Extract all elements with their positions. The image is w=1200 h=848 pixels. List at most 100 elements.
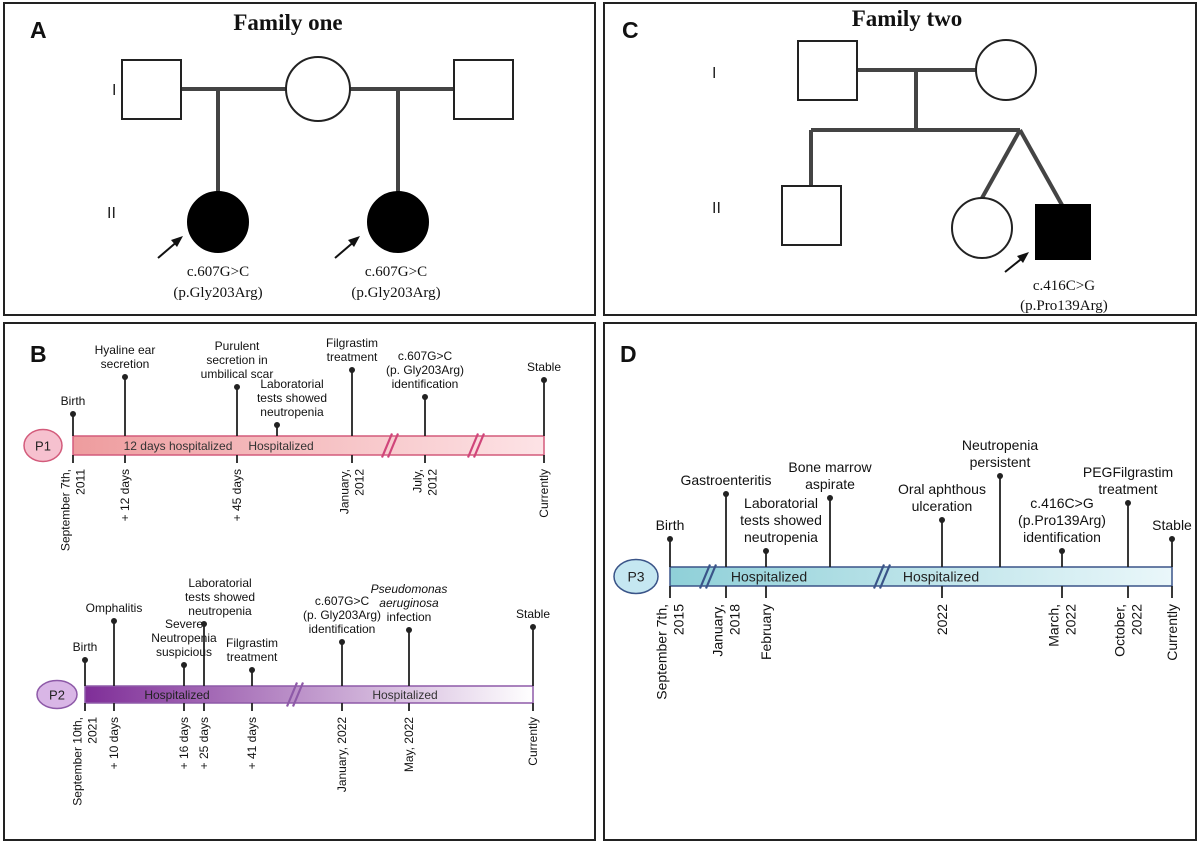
proband-arrow-icon	[334, 236, 360, 259]
event-marker	[234, 384, 240, 436]
event-marker	[181, 662, 187, 686]
date-label: January,2012	[338, 469, 367, 514]
date-label: February	[758, 604, 774, 660]
panel-d-letter: D	[620, 341, 637, 367]
event-label: Birth	[656, 517, 685, 533]
male-child-unaffected	[781, 185, 842, 246]
variant-label: c.607G>C	[365, 264, 427, 280]
female-twin-unaffected	[951, 197, 1013, 259]
timeline-break-icon	[285, 682, 305, 707]
date-label: 2022	[934, 604, 950, 635]
event-label: c.607G>C(p. Gly203Arg)identification	[386, 349, 464, 391]
male-father-1	[121, 59, 182, 120]
panel-a-title: Family one	[233, 10, 342, 35]
event-marker	[111, 618, 117, 686]
date-label: October,2022	[1111, 604, 1144, 657]
date-label: March,2022	[1045, 604, 1078, 647]
bar-label: Hospitalized	[731, 569, 807, 585]
date-label: September 7th,2015	[653, 604, 686, 700]
event-marker	[339, 639, 345, 686]
patient-badge: P2	[36, 679, 78, 710]
male-father	[797, 40, 858, 101]
panel-d: D P3 Hospitalized Hospitalized Birth Gastroe…	[613, 341, 1192, 700]
event-label: Birth	[73, 640, 98, 654]
generation-label-ii: II	[712, 200, 721, 217]
event-label: Stable	[1152, 517, 1192, 533]
event-label: c.607G>C(p. Gly203Arg)identification	[303, 594, 381, 636]
event-marker	[1059, 548, 1065, 567]
timeline-break-icon	[380, 433, 400, 458]
panel-b-letter: B	[30, 341, 47, 367]
event-label: Stable	[516, 607, 550, 621]
variant-label: c.416C>G	[1033, 278, 1095, 294]
date-label: + 12 days	[118, 469, 132, 521]
date-label: July,2012	[411, 469, 440, 496]
female-mother	[285, 56, 351, 122]
event-label: Omphalitis	[86, 601, 143, 615]
variant-protein-label: (p.Gly203Arg)	[173, 285, 262, 301]
timeline-bar	[84, 685, 534, 704]
timeline-bar	[669, 566, 1173, 587]
event-label: Gastroenteritis	[680, 472, 771, 488]
timeline-bar	[72, 435, 545, 456]
generation-label-ii: II	[107, 205, 116, 222]
event-marker	[122, 374, 128, 436]
generation-label-i: I	[712, 65, 716, 82]
event-marker	[723, 491, 729, 567]
date-label: September 7th,2011	[59, 469, 88, 551]
twin-line-1	[980, 129, 1022, 199]
variant-protein-label: (p.Gly203Arg)	[351, 285, 440, 301]
bar-label: 12 days hospitalized	[124, 439, 233, 453]
date-label: Currently	[526, 717, 540, 766]
bar-label: Hospitalized	[903, 569, 979, 585]
event-marker	[82, 657, 88, 686]
event-marker	[274, 422, 280, 436]
event-marker	[249, 667, 255, 686]
date-label: + 10 days	[107, 717, 121, 769]
date-label: January, 2022	[335, 717, 349, 792]
proband-arrow-icon	[1004, 252, 1029, 273]
event-marker	[997, 473, 1003, 567]
event-marker	[70, 411, 76, 436]
event-marker	[763, 548, 769, 567]
event-label: Stable	[527, 360, 561, 374]
female-mother	[975, 39, 1037, 101]
date-label: Currently	[537, 469, 551, 518]
event-marker	[406, 627, 412, 686]
event-marker	[939, 517, 945, 567]
bar-label: Hospitalized	[372, 688, 437, 702]
panel-a-letter: A	[30, 17, 47, 43]
panel-c-frame	[603, 2, 1197, 316]
timeline-break-icon	[872, 564, 892, 589]
variant-label: c.607G>C	[187, 264, 249, 280]
date-label: January,2018	[709, 604, 742, 657]
panel-b-frame	[3, 322, 596, 841]
panel-d-frame	[603, 322, 1197, 841]
timeline-p3: P3 Hospitalized Hospitalized Birth Gastroent…	[613, 437, 1192, 700]
event-marker	[422, 394, 428, 436]
event-marker	[541, 377, 547, 436]
date-label: May, 2022	[402, 717, 416, 772]
date-label: September 10th,2021	[71, 717, 100, 806]
date-label: + 16 days	[177, 717, 191, 769]
date-label: + 41 days	[245, 717, 259, 769]
date-label: + 45 days	[230, 469, 244, 521]
twin-line-2	[1018, 129, 1064, 206]
date-label: Currently	[1164, 604, 1180, 661]
patient-badge: P1	[23, 428, 63, 463]
event-marker	[827, 495, 833, 567]
patient-label: P3	[627, 569, 644, 585]
affected-female-2	[367, 191, 429, 253]
male-father-2	[453, 59, 514, 120]
patient-label: P1	[35, 439, 51, 454]
